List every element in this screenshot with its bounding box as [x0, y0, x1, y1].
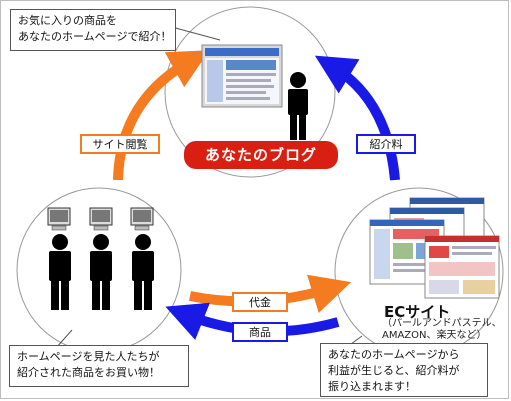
ec-site-title: ECサイト [384, 303, 451, 321]
top-callout-line-2: あなたのホームページで紹介！ [18, 30, 172, 43]
right-callout-line-3: 振り込まれます！ [328, 380, 416, 393]
top-callout-pointer [167, 25, 221, 41]
ec-site-subtitle-line-1: （パールアンドパステル、 [382, 318, 502, 329]
referral-fee-label: 紹介料 [356, 134, 416, 154]
ec-site-windows [369, 197, 500, 299]
payment-label: 代金 [232, 292, 288, 312]
visitor-figures [49, 234, 154, 310]
top-callout-line-1: お気に入りの商品を [18, 14, 117, 27]
right-callout-line-1: あなたのホームページから [328, 348, 460, 361]
left-callout-line-1: ホームページを見た人たちが [17, 350, 160, 363]
visitor-computers [47, 207, 154, 231]
site-view-arrow [113, 50, 210, 181]
right-callout-line-2: 利益が生じると、紹介料が [328, 364, 460, 377]
ec-site-subtitle-line-2: AMAZON、楽天など） [382, 330, 487, 341]
site-view-label: サイト閲覧 [80, 134, 160, 154]
left-callout-line-2: 紹介された商品をお買い物！ [17, 366, 160, 379]
blog-browser-window [201, 44, 283, 108]
product-label: 商品 [232, 322, 288, 342]
blog-owner-figure [288, 72, 308, 140]
blog-label: あなたのブログ [184, 141, 338, 169]
top-callout: お気に入りの商品を あなたのホームページで紹介！ [10, 9, 176, 51]
ec-site-subtitle: （パールアンドパステル、 AMAZON、楽天など） [382, 318, 502, 342]
left-callout: ホームページを見た人たちが 紹介された商品をお買い物！ [9, 345, 189, 387]
right-callout: あなたのホームページから 利益が生じると、紹介料が 振り込まれます！ [320, 343, 488, 397]
referral-fee-arrow [314, 55, 400, 181]
